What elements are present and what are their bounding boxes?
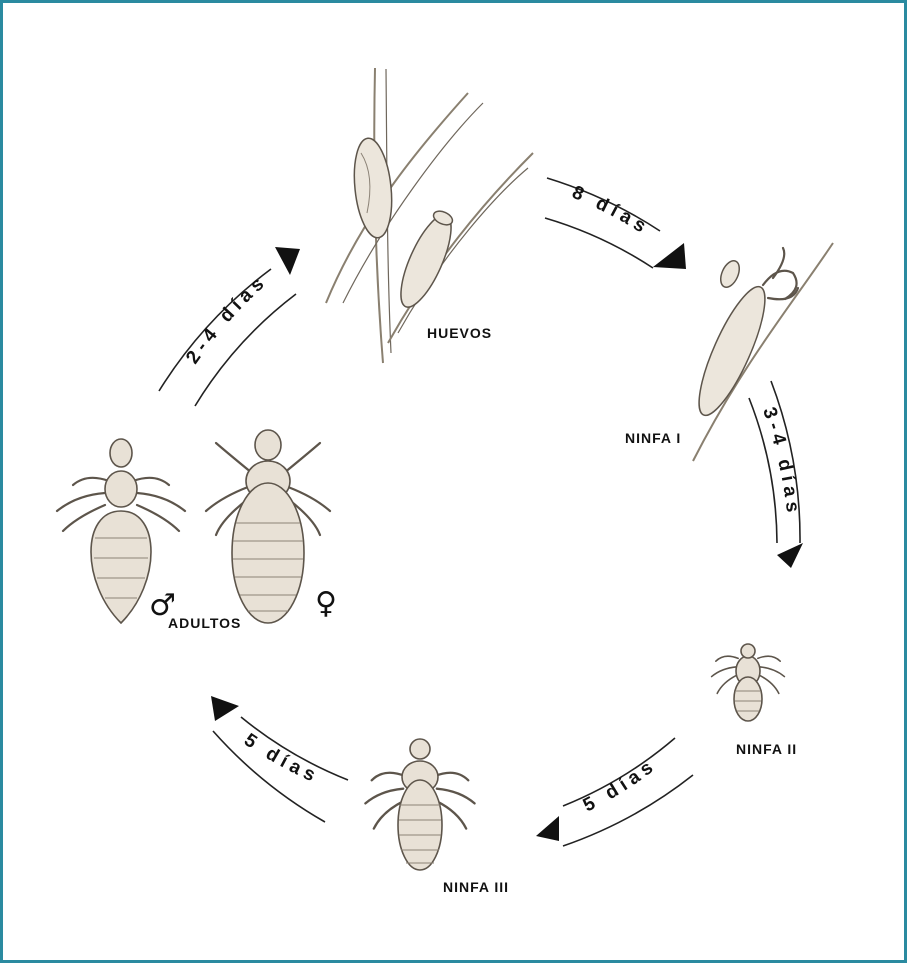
stage-label-nymph1: NINFA I	[625, 430, 681, 446]
cycle-svg: 8 días 3-4 días 5 días 5 días 2-4 días	[3, 3, 904, 960]
female-symbol: ♀	[315, 586, 337, 621]
duration-nymph2-to-nymph3: 5 días	[580, 754, 661, 816]
arrowhead-icon	[653, 243, 686, 269]
arrow-nymph3-to-adults: 5 días	[211, 696, 348, 822]
arrowhead-icon	[211, 696, 239, 721]
arrow-nymph2-to-nymph3: 5 días	[536, 738, 693, 846]
duration-adults-to-eggs: 2-4 días	[182, 270, 272, 367]
arrow-adults-to-eggs: 2-4 días	[159, 247, 300, 406]
duration-nymph3-to-adults: 5 días	[240, 730, 323, 788]
stage-label-eggs: HUEVOS	[427, 325, 492, 341]
stage-label-nymph2: NINFA II	[736, 741, 797, 757]
arrow-nymph1-to-nymph2: 3-4 días	[749, 381, 803, 568]
arrowhead-icon	[777, 543, 803, 568]
nymph-emerging-from-egg-illustration: NINFA I	[625, 243, 833, 461]
arrowhead-icon	[275, 247, 300, 275]
lice-eggs-on-hair-illustration: HUEVOS	[326, 68, 533, 363]
arrow-eggs-to-nymph1: 8 días	[545, 178, 686, 269]
stage-label-adults: ADULTOS	[168, 615, 241, 631]
small-nymph-louse-illustration	[712, 644, 785, 721]
female-adult-louse-illustration	[206, 430, 330, 623]
large-nymph-louse-illustration	[365, 739, 474, 870]
duration-nymph1-to-nymph2: 3-4 días	[758, 405, 803, 519]
arrowhead-icon	[536, 816, 559, 841]
stage-label-nymph3: NINFA III	[443, 879, 509, 895]
